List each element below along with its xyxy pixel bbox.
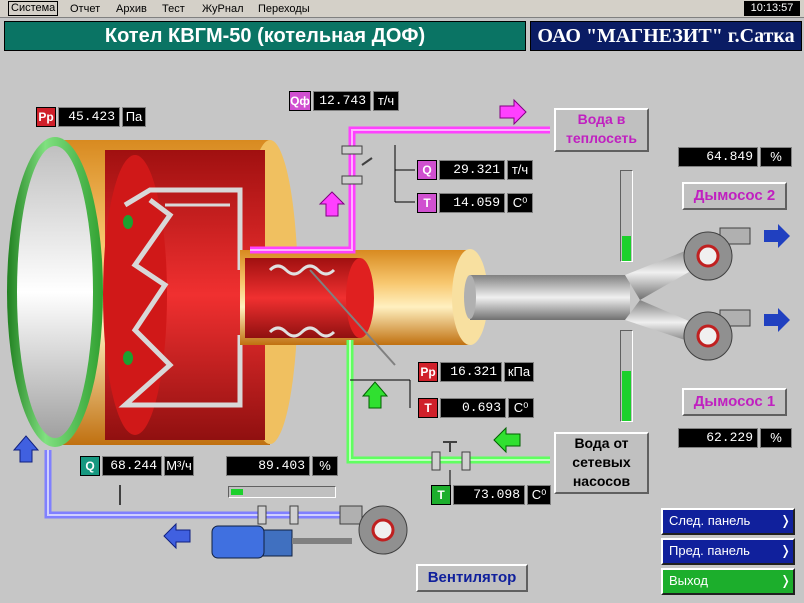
air-flow-value: 68.244 (110, 458, 157, 473)
fan-valve-unit: % (312, 456, 338, 476)
fan-valve-level-fill (231, 489, 243, 495)
furnace-pressure-tag: Рр (36, 107, 56, 127)
prev-panel-button[interactable]: Пред. панель❭ (661, 538, 795, 565)
screen-tube-top (123, 187, 243, 270)
smoke-out-arrow-1 (764, 308, 790, 332)
water-out-flow-unit: т/ч (507, 160, 533, 180)
gas-pressure-tag: Рр (418, 362, 438, 382)
next-panel-button[interactable]: След. панель❭ (661, 508, 795, 535)
smoke-fan-2-unit: % (760, 147, 792, 167)
screen-tube-zigzag (118, 198, 243, 408)
page-title: Котел КВГМ-50 (котельная ДОФ) (4, 21, 526, 51)
chevron-right-icon: ❭ (780, 573, 791, 588)
furnace-pressure-value: 45.423 (68, 109, 115, 124)
smoke-fan-1-label[interactable]: Дымосос 1 (682, 388, 787, 416)
water-in-label: Вода от сетевых насосов (554, 432, 649, 494)
smoke-out-arrow-2 (764, 224, 790, 248)
fuel-flow-unit: т/ч (373, 91, 399, 111)
gas-temp-display: 0.693 (440, 398, 506, 418)
water-out-temp-value: 14.059 (453, 195, 500, 210)
title-bar: Котел КВГМ-50 (котельная ДОФ) ОАО "МАГНЕ… (4, 19, 802, 53)
boiler-front-face (17, 146, 93, 438)
smoke-fan-2-level-fill (622, 236, 631, 261)
smoke-fan-1-display: 62.229 (678, 428, 758, 448)
water-out-label: Вода в теплосеть (554, 108, 649, 152)
gas-pressure-display: 16.321 (440, 362, 502, 382)
flue-pipe (470, 275, 630, 320)
menu-report[interactable]: Отчет (70, 3, 101, 15)
menu-system[interactable]: Система (8, 1, 59, 16)
fan-label[interactable]: Вентилятор (416, 564, 528, 592)
fan-valve-level-bar (228, 486, 336, 498)
water-out-temp-tag: Т (417, 193, 437, 213)
smoke-fan-1-unit: % (760, 428, 792, 448)
exit-button[interactable]: Выход❭ (661, 568, 795, 595)
menu-bar: Система Отчет Архив Тест ЖуРнал Переходы… (0, 0, 804, 18)
air-flow-unit: М³/ч (164, 456, 194, 476)
air-duct (44, 450, 350, 525)
furnace-front (103, 155, 167, 435)
water-in-temp-display: 73.098 (453, 485, 525, 505)
air-flow-display: 68.244 (102, 456, 162, 476)
fan-valve-display: 89.403 (226, 456, 310, 476)
menu-archive[interactable]: Архив (116, 3, 147, 15)
water-in-temp-unit: С⁰ (527, 485, 551, 505)
smoke-fan-2-value: 64.849 (706, 149, 753, 164)
smoke-fan-1-drawing (683, 309, 751, 361)
boiler-body (7, 137, 298, 447)
gas-pressure-unit: кПа (504, 362, 534, 382)
clock: 10:13:57 (744, 1, 800, 16)
water-out-flow-tag: Q (417, 160, 437, 180)
fuel-flow-value: 12.743 (319, 93, 366, 108)
gas-pressure-value: 16.321 (450, 364, 497, 379)
gas-temp-unit: С⁰ (508, 398, 534, 418)
air-left-arrow (163, 522, 191, 550)
gas-temp-tag: Т (418, 398, 438, 418)
water-in-temp-tag: Т (431, 485, 451, 505)
menu-transitions[interactable]: Переходы (258, 3, 310, 15)
smoke-fan-1-level-fill (622, 371, 631, 421)
smoke-fan-1-level-bar (620, 330, 633, 422)
water-out-temp-unit: С⁰ (507, 193, 533, 213)
water-out-flow-display: 29.321 (439, 160, 505, 180)
burner-port-top (123, 215, 133, 229)
water-in-arrow (493, 426, 521, 454)
fan-valve-value: 89.403 (258, 458, 305, 473)
smoke-fan-1-value: 62.229 (706, 430, 753, 445)
smoke-fan-2-label[interactable]: Дымосос 2 (682, 182, 787, 210)
convective-duct (240, 249, 488, 366)
menu-test[interactable]: Тест (162, 3, 185, 15)
menu-journal[interactable]: ЖуРнал (202, 3, 244, 15)
water-out-flow-value: 29.321 (453, 162, 500, 177)
smoke-fan-2-display: 64.849 (678, 147, 758, 167)
fuel-flow-tag: Qф (289, 91, 311, 111)
air-up-arrow (12, 435, 40, 463)
smoke-fan-2-level-bar (620, 170, 633, 262)
organization-title: ОАО "МАГНЕЗИТ" г.Сатка (530, 21, 802, 51)
water-out-arrow (499, 98, 527, 126)
furnace-pressure-display: 45.423 (58, 107, 120, 127)
gas-temp-value: 0.693 (461, 400, 501, 415)
water-in-up-arrow (361, 381, 389, 409)
water-out-temp-display: 14.059 (439, 193, 505, 213)
fuel-flow-display: 12.743 (313, 91, 371, 111)
water-up-arrow (318, 191, 346, 217)
chevron-right-icon: ❭ (780, 543, 791, 558)
water-in-pipe (346, 340, 550, 488)
air-flow-tag: Q (80, 456, 100, 476)
water-in-temp-value: 73.098 (473, 487, 520, 502)
chevron-right-icon: ❭ (780, 513, 791, 528)
blower-fan-drawing (211, 505, 408, 559)
furnace-pressure-unit: Па (122, 107, 146, 127)
smoke-fan-2-drawing (683, 227, 751, 281)
burner-port-bottom (123, 351, 133, 365)
water-out-pipe (250, 126, 550, 254)
